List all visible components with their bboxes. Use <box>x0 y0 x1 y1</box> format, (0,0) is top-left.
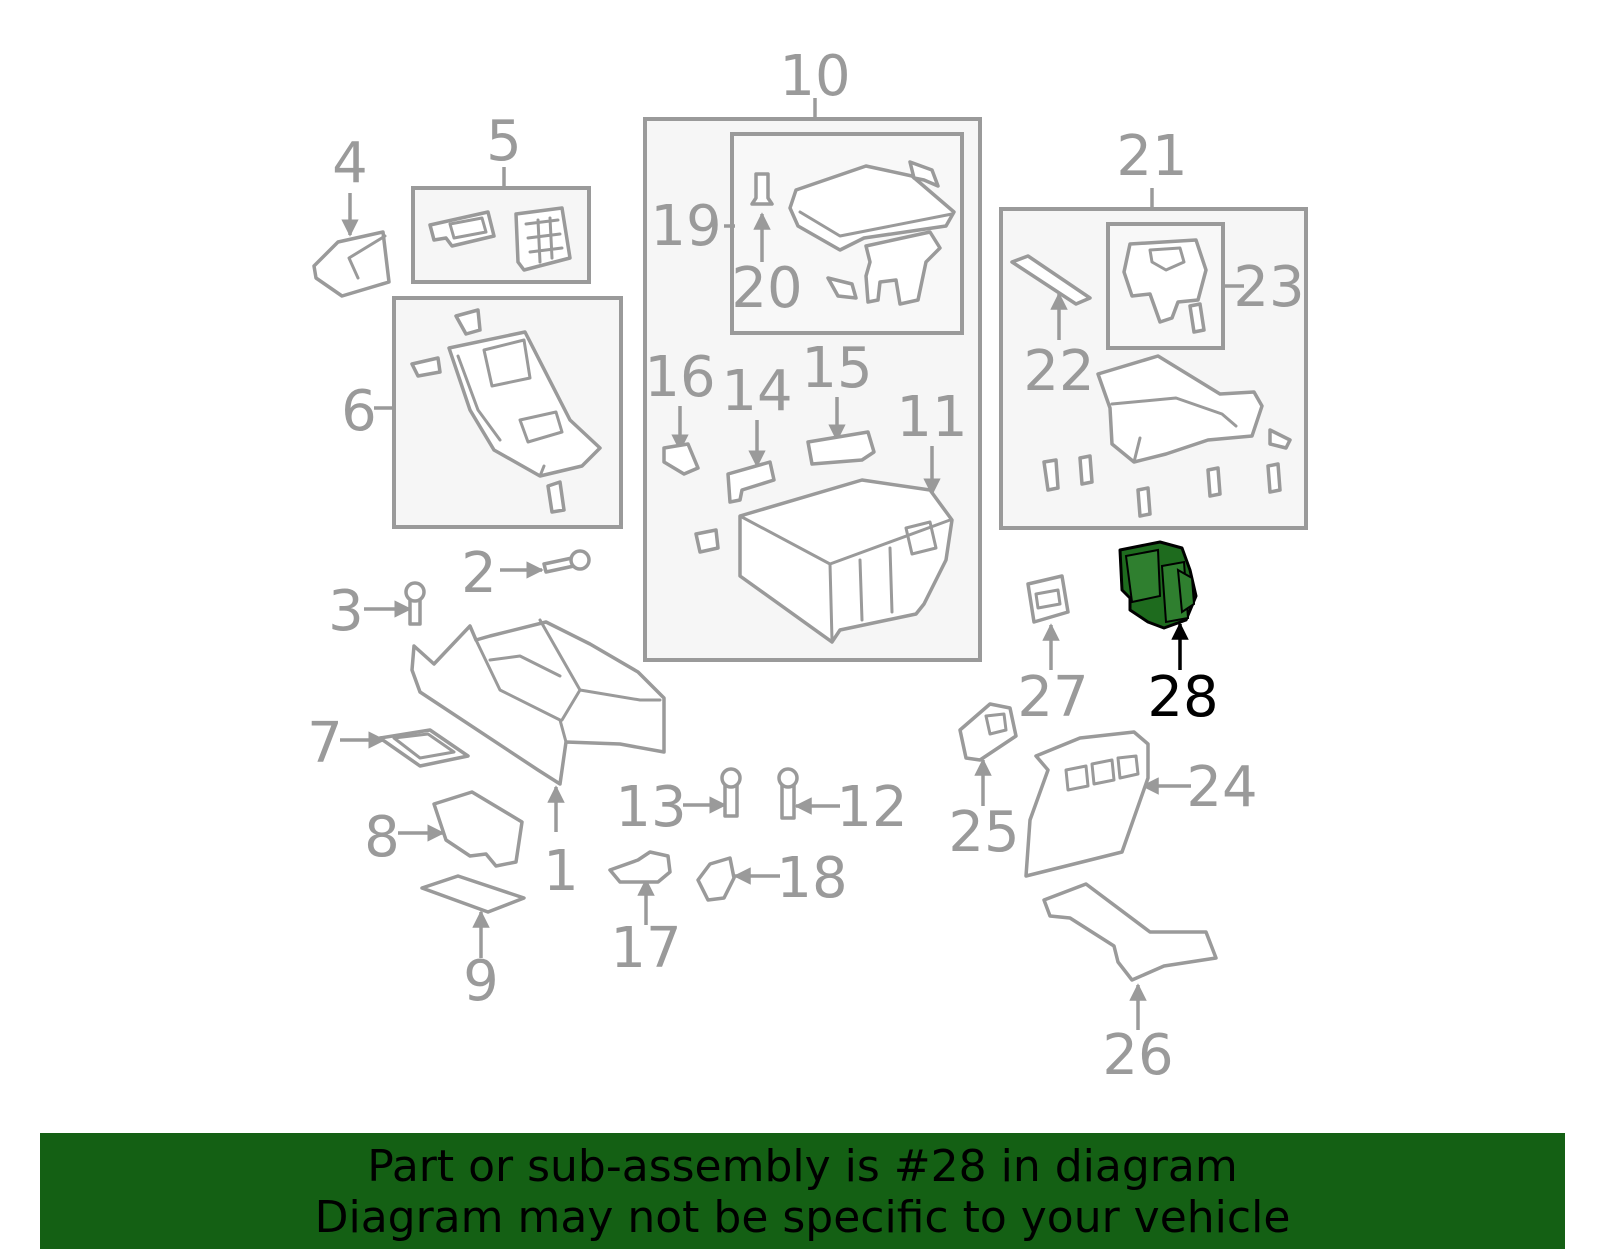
callout-1: 1 <box>543 839 579 904</box>
part-15-pad <box>806 430 876 466</box>
part-10-armrest-lid <box>788 160 956 306</box>
callout-24: 24 <box>1186 755 1257 820</box>
callout-23: 23 <box>1233 255 1304 320</box>
part-27-switch <box>1026 574 1070 624</box>
part-1-console-base <box>410 618 666 786</box>
part-4-trim-cover <box>312 230 391 298</box>
part-6-shift-panel <box>410 308 602 514</box>
part-7-mat <box>378 728 470 768</box>
part-23-cover <box>1122 238 1208 334</box>
part-13-bolt <box>720 767 742 818</box>
callout-26: 26 <box>1102 1023 1173 1088</box>
part-24-switch-panel <box>1024 730 1150 878</box>
part-18-clip <box>696 856 736 902</box>
callout-17: 17 <box>610 916 681 981</box>
callout-13: 13 <box>615 775 686 840</box>
part-9-plate <box>420 874 526 914</box>
part-17-knob <box>608 850 672 884</box>
part-12-bolt <box>777 767 799 820</box>
callout-19: 19 <box>650 194 721 259</box>
callout-7: 7 <box>307 711 343 776</box>
callout-labels: 1 2 3 4 5 6 7 8 9 10 11 12 13 14 15 16 1… <box>307 44 1304 1088</box>
callout-16: 16 <box>644 345 715 410</box>
part-3-bolt <box>404 581 426 626</box>
banner-line-2: Diagram may not be specific to your vehi… <box>314 1192 1291 1243</box>
part-2-bolt <box>542 549 591 574</box>
part-19-pin <box>750 172 774 206</box>
callout-2: 2 <box>461 541 497 606</box>
callout-3: 3 <box>328 579 364 644</box>
callout-9: 9 <box>463 949 499 1014</box>
callout-21: 21 <box>1116 124 1187 189</box>
info-banner: Part or sub-assembly is #28 in diagram D… <box>40 1133 1565 1249</box>
callout-25: 25 <box>948 800 1019 865</box>
callout-12: 12 <box>836 775 907 840</box>
callout-27: 27 <box>1017 665 1088 730</box>
callout-5: 5 <box>486 109 522 174</box>
part-16-clip <box>662 442 700 476</box>
callout-22: 22 <box>1023 339 1094 404</box>
callout-15: 15 <box>801 336 872 401</box>
callout-11: 11 <box>896 385 967 450</box>
callout-28: 28 <box>1147 665 1218 730</box>
part-11-console-box <box>694 478 954 644</box>
part-28-switch-highlighted <box>1118 540 1198 630</box>
part-25-socket <box>958 702 1018 762</box>
part-26-duct <box>1042 882 1218 982</box>
callout-10: 10 <box>779 44 850 109</box>
callout-6: 6 <box>341 379 377 444</box>
callout-14: 14 <box>721 359 792 424</box>
callout-8: 8 <box>364 805 400 870</box>
banner-line-1: Part or sub-assembly is #28 in diagram <box>367 1141 1238 1192</box>
part-5-brackets <box>428 206 572 272</box>
leader-lines <box>340 98 1244 1030</box>
callout-4: 4 <box>332 131 368 196</box>
part-14-duct <box>726 460 776 504</box>
part-22-strip <box>1010 254 1092 306</box>
callout-18: 18 <box>776 846 847 911</box>
part-8-bracket <box>432 790 524 868</box>
callout-20: 20 <box>731 256 802 321</box>
part-21-bezel <box>1042 354 1292 518</box>
